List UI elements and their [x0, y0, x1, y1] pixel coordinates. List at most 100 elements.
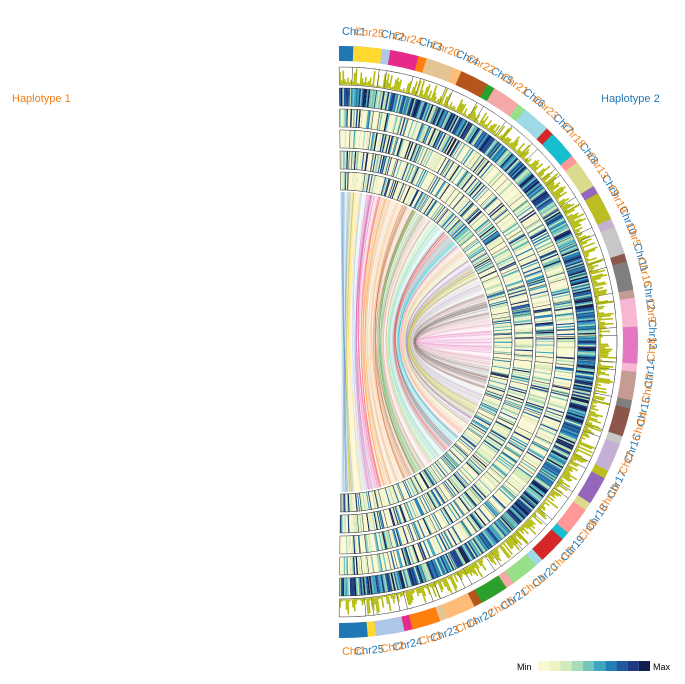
- ideogram-haplotype1-chr22: [455, 71, 488, 98]
- ideogram-haplotype1-chr20: [422, 58, 454, 82]
- tracks-haplotype1-chr25: [347, 66, 380, 192]
- synteny-link-chr3: [360, 196, 392, 488]
- synteny-link-chr23: [363, 198, 399, 486]
- tracks-haplotype1-chr4: [396, 477, 466, 600]
- chr-label-haplotype1-chr21: Chr21: [499, 71, 531, 98]
- synteny-link-chr15: [413, 301, 490, 384]
- synteny-link-chr24: [355, 194, 382, 490]
- legend-swatch: [594, 661, 606, 671]
- synteny-link-chr11: [413, 293, 489, 390]
- legend-swatch: [627, 661, 639, 671]
- legend-swatch: [616, 661, 628, 671]
- legend-swatch: [582, 661, 594, 671]
- color-legend: Min Max: [517, 661, 671, 672]
- tracks-haplotype1-chr22: [403, 90, 478, 210]
- synteny-link-chr16: [411, 283, 486, 401]
- ideogram-haplotype1-chr10: [577, 471, 605, 504]
- synteny-link-chr19: [395, 236, 459, 448]
- tracks-haplotype1-chr21: [419, 105, 507, 221]
- synteny-link-chr13: [416, 330, 493, 354]
- ideogram-haplotype1-chr23: [515, 109, 547, 140]
- chr-label-haplotype1-chr10: Chr10: [597, 482, 622, 514]
- tracks-haplotype1-chr5: [481, 234, 605, 297]
- synteny-link-chr5: [377, 209, 426, 474]
- chr-label-haplotype1-chr22: Chr22: [465, 53, 497, 77]
- synteny-link-chr10: [409, 276, 483, 408]
- ideogram-haplotype1-chr17: [617, 370, 637, 401]
- tracks-haplotype1-chr10: [469, 411, 587, 493]
- ideogram-haplotype1-chr2: [374, 616, 405, 637]
- tracks-haplotype1-chr1: [338, 493, 367, 618]
- chr-label-haplotype1-chr20: Chr20: [429, 39, 461, 60]
- ideogram-haplotype1-chr5: [600, 226, 625, 258]
- ideogram-haplotype1-chr15: [474, 575, 507, 603]
- tracks-haplotype1-chr13: [462, 174, 577, 263]
- ideogram-haplotype1-chr7: [594, 439, 620, 471]
- tracks-haplotype1-chr23: [435, 125, 533, 233]
- haplotype-2-label: Haplotype 2: [601, 93, 660, 105]
- chr-label-haplotype1-chr24: Chr24: [392, 30, 424, 48]
- legend-swatch: [638, 661, 650, 671]
- synteny-link-chr22: [372, 204, 416, 479]
- ideogram-haplotype1-chr13: [565, 162, 594, 194]
- synteny-link-chr14: [416, 319, 492, 365]
- haplotype-1-label: Haplotype 1: [12, 93, 71, 105]
- chr-label-haplotype2-chr25: Chr25: [354, 643, 385, 658]
- synteny-link-chr18: [401, 250, 470, 433]
- ideogram-haplotype1-chr8: [622, 334, 638, 364]
- ideogram-haplotype1-chr1: [338, 621, 368, 638]
- tracks-haplotype1-chr12: [444, 442, 548, 545]
- ideogram-haplotype1-chr21: [486, 88, 519, 117]
- synteny-link-chr20: [388, 223, 447, 460]
- synteny-link-chr6: [386, 219, 441, 464]
- synteny-link-chr4: [369, 201, 409, 482]
- tracks-haplotype1-chr19: [473, 203, 593, 280]
- ideogram-haplotype1-chr25: [352, 46, 383, 64]
- links-layer: [340, 191, 493, 493]
- ideogram-haplotype1-chr18: [542, 134, 573, 166]
- tracks-haplotype1-chr3: [377, 485, 434, 610]
- chr-label-haplotype1-chr7: Chr7: [617, 450, 637, 477]
- synteny-link-chr2: [351, 192, 374, 491]
- legend-swatch: [605, 661, 617, 671]
- ideogram-haplotype1-chr3: [409, 607, 441, 630]
- chr-label-haplotype1-chr8: Chr8: [646, 338, 659, 362]
- synteny-link-chr12: [415, 312, 492, 372]
- tracks-haplotype1-chr11: [429, 456, 523, 567]
- legend-swatch: [549, 661, 561, 671]
- chr-label-haplotype1-chr17: Chr17: [640, 373, 656, 404]
- chr-label-haplotype2-chr13: Chr13: [646, 319, 659, 349]
- ideogram-haplotype1-chr4: [442, 593, 475, 619]
- ideogram-haplotype1-chr9: [619, 297, 638, 328]
- tracks-haplotype1-chr16: [487, 266, 613, 316]
- ideogram-haplotype1-chr6: [556, 501, 586, 534]
- ideogram-haplotype1-chr19: [584, 193, 612, 226]
- tracks-layer: [338, 66, 618, 618]
- legend-swatch: [571, 661, 583, 671]
- legend-color-scale: [538, 661, 650, 671]
- chr-label-haplotype2-chr14: Chr14: [643, 358, 658, 389]
- synteny-link-chr17: [407, 267, 479, 418]
- chr-label-haplotype1-chr14: Chr14: [630, 410, 650, 442]
- tracks-haplotype1-chr20: [385, 78, 447, 202]
- tracks-haplotype1-chr2: [359, 490, 401, 616]
- synteny-link-chr1: [340, 191, 355, 493]
- legend-swatch: [560, 661, 572, 671]
- chr-label-haplotype1-chr1: Chr1: [342, 645, 366, 658]
- ideogram-layer: [338, 46, 638, 638]
- ideogram-haplotype1-chr11: [504, 554, 537, 584]
- tracks-haplotype1-chr7: [478, 394, 601, 463]
- tracks-haplotype1-chr6: [457, 427, 569, 520]
- chr-label-haplotype1-chr4: Chr4: [454, 615, 481, 636]
- tracks-haplotype1-chr18: [449, 148, 557, 247]
- chr-label-haplotype2-chr2: Chr2: [380, 28, 405, 44]
- ideogram-haplotype1-chr14: [608, 405, 631, 437]
- tracks-haplotype1-chr14: [485, 375, 611, 431]
- ideogram-haplotype1-chr16: [612, 261, 634, 293]
- synteny-link-chr9: [404, 260, 475, 424]
- chr-label-haplotype1-chr5: Chr5: [623, 222, 642, 249]
- synteny-link-chr7: [392, 231, 454, 453]
- chr-label-haplotype1-chr15: Chr15: [486, 595, 518, 621]
- chr-label-haplotype2-chr1: Chr1: [342, 26, 366, 39]
